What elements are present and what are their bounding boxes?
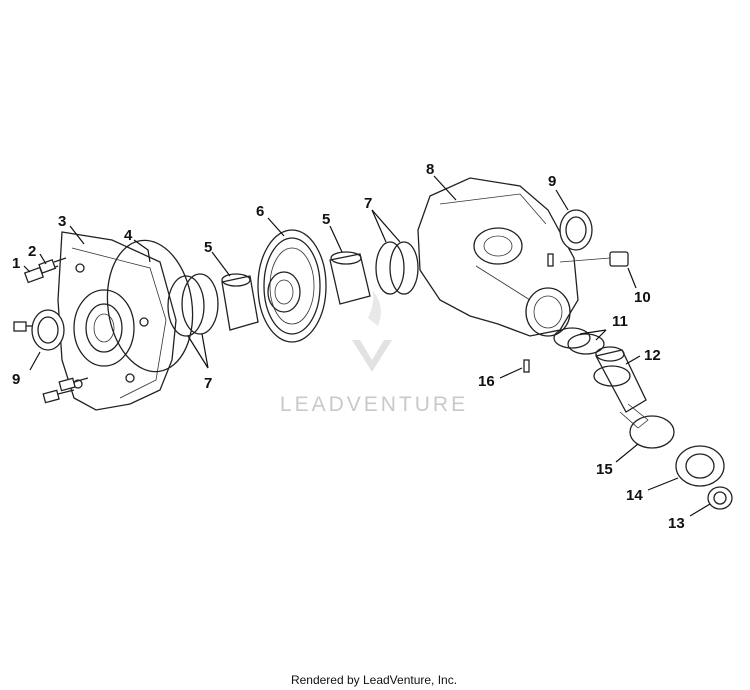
callout-9-right: 9 [548, 173, 556, 190]
footer-credit: Rendered by LeadVenture, Inc. [291, 673, 457, 687]
callout-11: 11 [612, 313, 628, 330]
part-right-seal [559, 209, 593, 251]
part-left-seal [31, 309, 65, 351]
callout-6: 6 [256, 203, 264, 220]
callout-12: 12 [644, 347, 661, 364]
callout-5-left: 5 [204, 239, 212, 256]
callout-5-right: 5 [322, 211, 330, 228]
part-race-right [329, 251, 371, 305]
callout-7-upper: 7 [364, 195, 372, 212]
part-orings-right [375, 241, 419, 295]
watermark-text: LEADVENTURE [280, 393, 468, 416]
part-housing [417, 177, 579, 337]
part-bolt-10 [559, 251, 629, 267]
leader-lines [23, 175, 711, 517]
callout-1: 1 [12, 255, 20, 272]
part-cover-plate [57, 231, 177, 411]
part-washer-13 [707, 486, 733, 510]
part-orings-11 [553, 327, 605, 355]
callout-2: 2 [28, 243, 36, 260]
callout-10: 10 [634, 289, 651, 306]
callout-3: 3 [58, 213, 66, 230]
part-pin-upper [547, 253, 554, 267]
part-gasket-4 [106, 239, 194, 373]
callout-numbers: 1 2 3 4 5 6 5 7 8 9 9 10 11 12 7 16 15 1… [12, 161, 685, 532]
callout-14: 14 [626, 487, 643, 504]
callout-4: 4 [124, 227, 133, 244]
part-orings-left [167, 273, 219, 337]
callout-9-left: 9 [12, 371, 20, 388]
part-nut-14 [675, 445, 725, 487]
callout-13: 13 [668, 515, 685, 532]
part-bolts [13, 257, 89, 404]
callout-7-lower: 7 [204, 375, 212, 392]
part-race-left [221, 273, 259, 331]
part-oring-15 [629, 415, 675, 449]
callout-15: 15 [596, 461, 613, 478]
part-pin-16 [523, 359, 530, 373]
part-pinion-shaft [593, 346, 649, 429]
part-gear [257, 229, 327, 343]
callout-16: 16 [478, 373, 495, 390]
watermark-logo: LEADVENTURE [280, 290, 468, 416]
callout-8: 8 [426, 161, 434, 178]
